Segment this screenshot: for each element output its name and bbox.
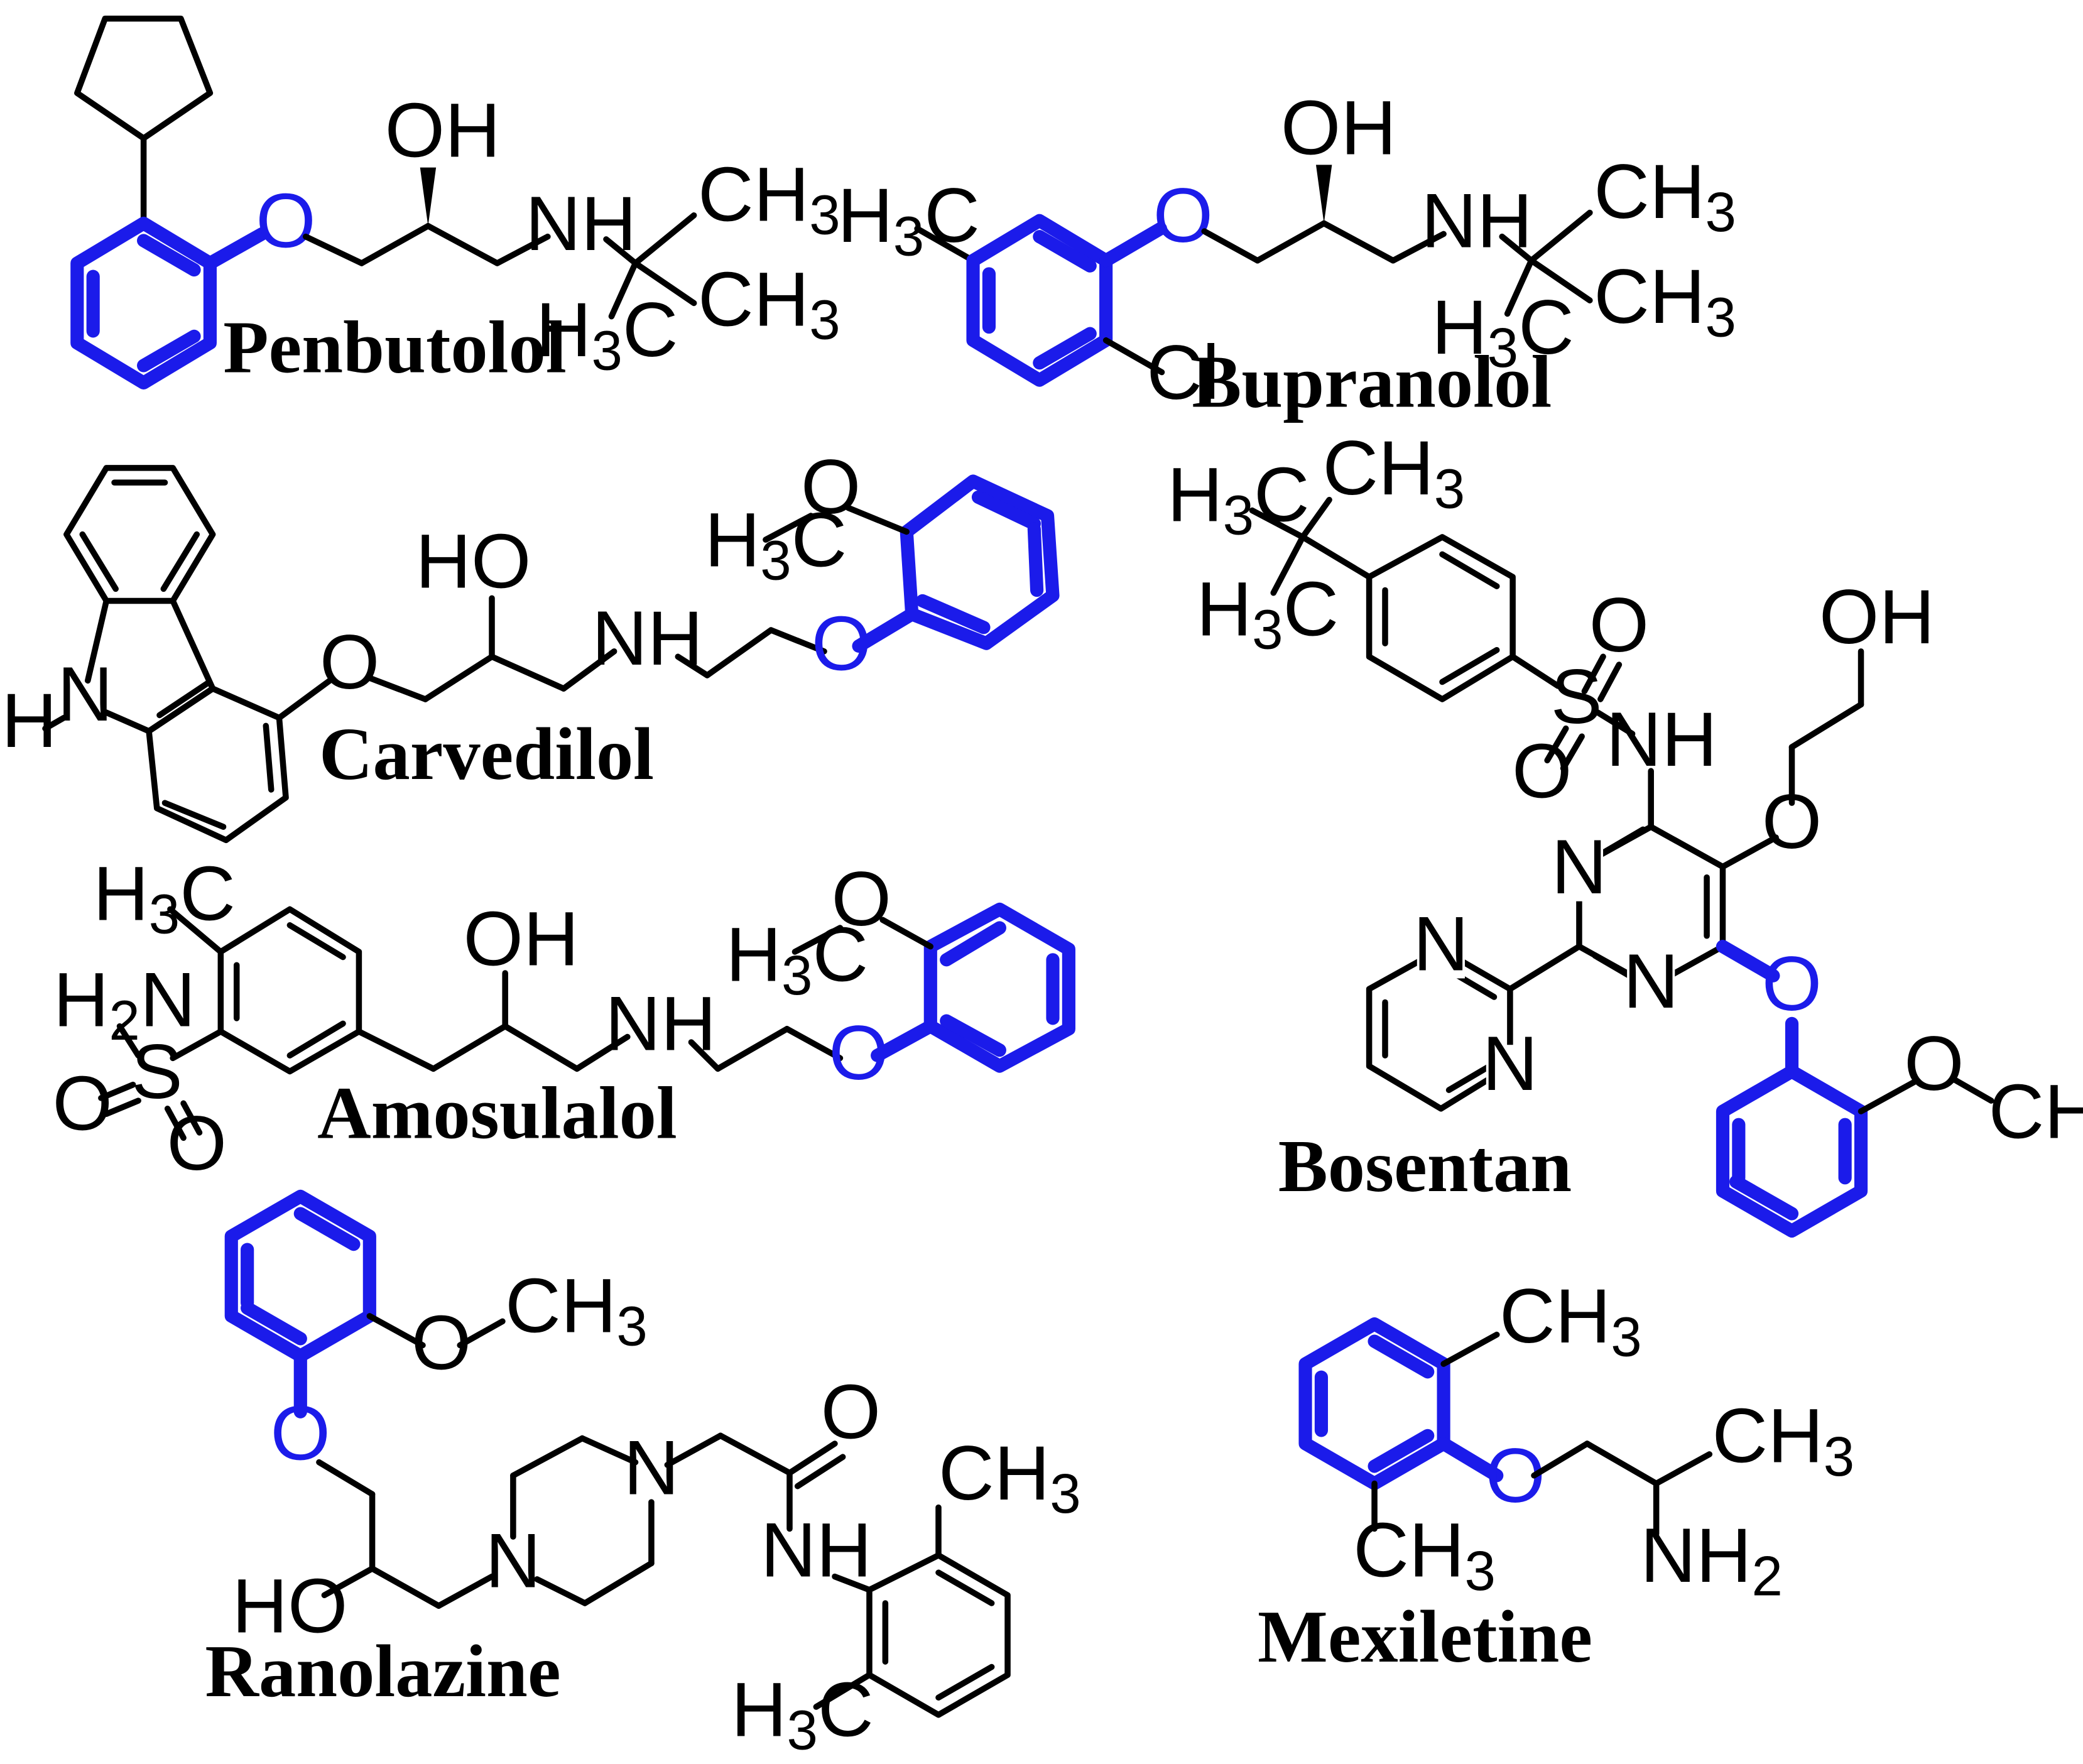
molecule-ranolazine: O CH3 O HO N N O NH CH3 H3C Ranolaz <box>205 1189 1081 1761</box>
svg-text:H3C: H3C <box>1197 566 1339 660</box>
svg-text:O: O <box>821 1369 881 1456</box>
svg-text:CH3: CH3 <box>1712 1393 1855 1488</box>
svg-text:O: O <box>1762 941 1822 1027</box>
name-ranolazine: Ranolazine <box>205 1630 560 1712</box>
svg-text:O: O <box>1589 582 1649 668</box>
svg-text:H3C: H3C <box>705 497 847 591</box>
svg-text:H: H <box>1 678 57 764</box>
svg-text:HO: HO <box>232 1564 347 1650</box>
svg-text:OH: OH <box>1819 574 1935 660</box>
svg-text:H3C: H3C <box>726 912 868 1006</box>
svg-text:N: N <box>1413 901 1469 988</box>
svg-text:NH: NH <box>1606 697 1717 783</box>
svg-text:H3C: H3C <box>1432 285 1574 379</box>
svg-text:CH3: CH3 <box>1594 254 1736 348</box>
svg-text:N: N <box>57 651 113 738</box>
name-carvedilol: Carvedilol <box>319 712 654 795</box>
name-amosulalol: Amosulalol <box>317 1071 677 1154</box>
svg-text:O: O <box>167 1101 227 1187</box>
svg-text:O: O <box>53 1061 112 1147</box>
svg-text:Cl: Cl <box>1146 330 1219 416</box>
svg-text:OH: OH <box>1281 85 1396 171</box>
molecule-bosentan: CH3 H3C H3C S O O NH N N O <box>1167 425 2083 1238</box>
svg-text:CH3: CH3 <box>698 256 840 351</box>
svg-text:NH2: NH2 <box>1640 1513 1783 1607</box>
name-bosentan: Bosentan <box>1278 1124 1572 1207</box>
molecule-bupranolol: H3C O Cl OH NH CH3 CH3 H3C Bupranolol <box>837 85 1736 423</box>
svg-text:N: N <box>624 1425 680 1511</box>
svg-text:O: O <box>1153 173 1213 259</box>
svg-text:NH: NH <box>592 596 703 682</box>
molecule-carvedilol: N H O HO NH O O H3C Carvedilol <box>1 444 1060 844</box>
svg-text:O: O <box>320 619 379 705</box>
molecule-mexiletine: CH3 CH3 O CH3 NH2 Mexiletine <box>1258 1273 1854 1678</box>
svg-text:O: O <box>256 178 315 264</box>
svg-text:CH3: CH3 <box>938 1430 1081 1525</box>
name-mexiletine: Mexiletine <box>1258 1595 1592 1678</box>
svg-text:CH3: CH3 <box>1353 1508 1496 1602</box>
molecule-penbutolol: O OH NH CH3 CH3 H3C Penbutolol <box>70 15 840 390</box>
name-penbutolol: Penbutolol <box>223 305 566 388</box>
svg-text:O: O <box>1512 729 1572 815</box>
svg-text:N: N <box>1552 824 1607 910</box>
svg-text:H2N: H2N <box>53 957 196 1052</box>
svg-text:CH3: CH3 <box>1323 425 1466 520</box>
svg-text:N: N <box>1482 1021 1538 1107</box>
svg-text:N: N <box>1623 939 1679 1025</box>
svg-text:CH3: CH3 <box>1499 1273 1642 1368</box>
svg-text:HO: HO <box>415 518 531 604</box>
name-bupranolol: Bupranolol <box>1192 340 1552 423</box>
svg-text:H3C: H3C <box>837 173 980 267</box>
svg-text:OH: OH <box>385 88 501 174</box>
svg-text:H3C: H3C <box>536 287 678 381</box>
svg-text:CH3: CH3 <box>1594 149 1736 243</box>
svg-text:NH: NH <box>761 1508 872 1594</box>
molecule-amosulalol: H3C S H2N O O OH NH O O H3C Am <box>53 851 1075 1187</box>
svg-text:CH3: CH3 <box>1989 1069 2083 1163</box>
svg-text:H3C: H3C <box>731 1667 874 1761</box>
svg-text:O: O <box>1904 1021 1964 1107</box>
svg-text:H3C: H3C <box>93 851 236 945</box>
svg-text:CH3: CH3 <box>505 1263 648 1357</box>
svg-text:CH3: CH3 <box>698 151 840 246</box>
svg-text:OH: OH <box>464 896 579 982</box>
